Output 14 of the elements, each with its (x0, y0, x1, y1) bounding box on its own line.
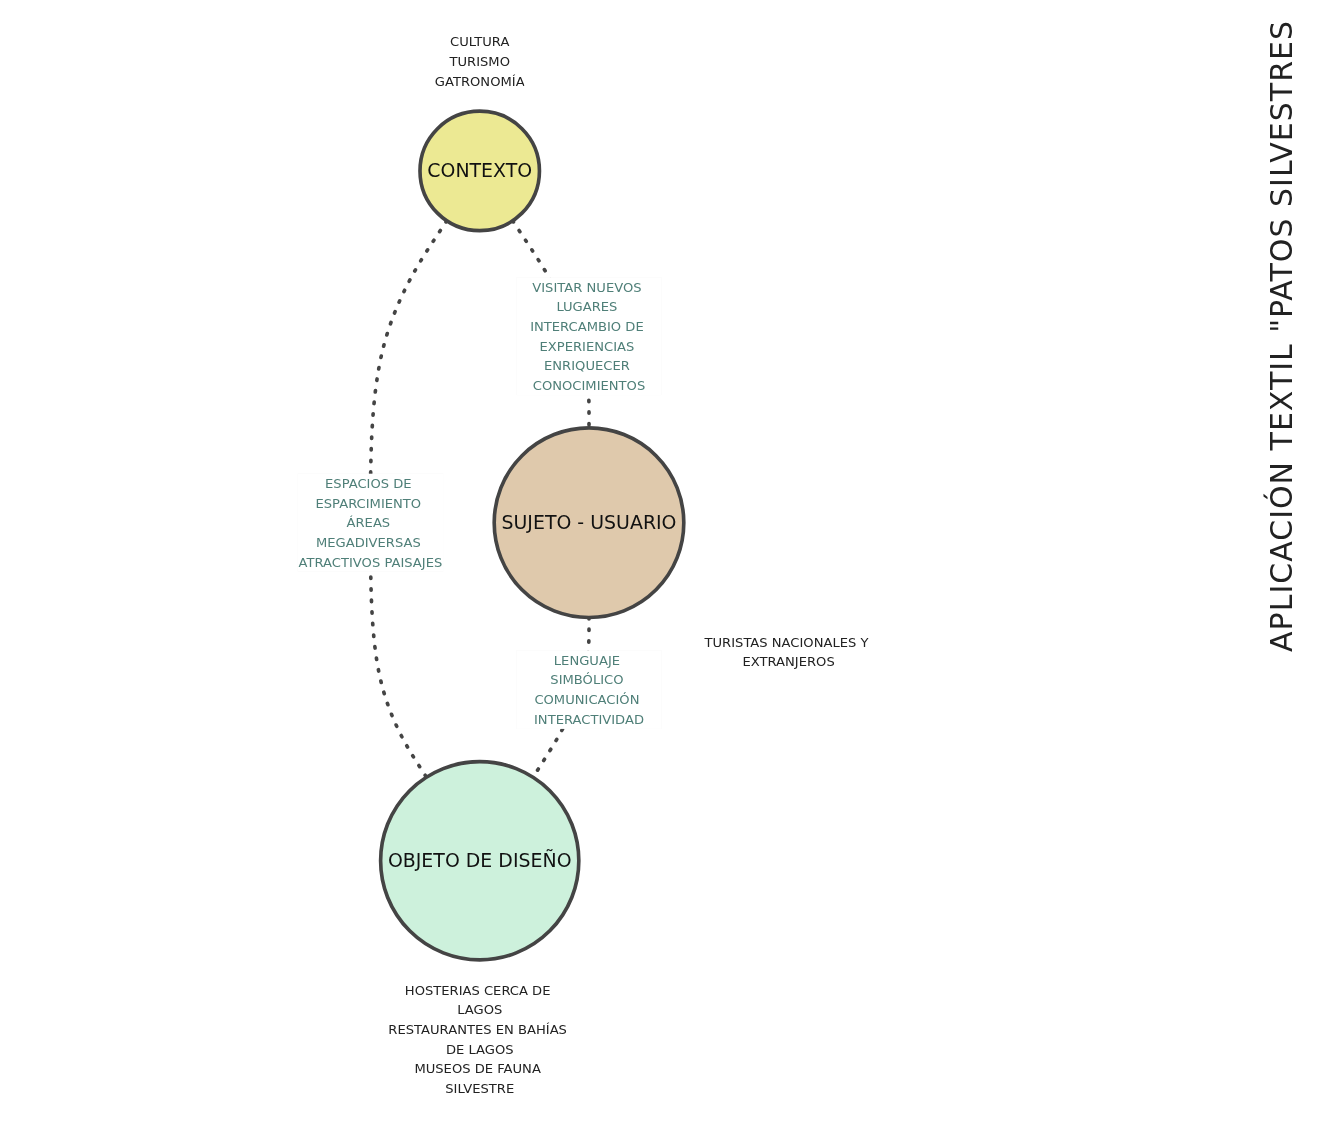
node-label: TURISMO (449, 53, 510, 69)
edge-label: ESPACIOS DE ESPARCIMIENTO ÁREAS MEGADIVERSAS ATRACTIVOS PAISAJES (298, 475, 443, 570)
edge-label: VISITAR NUEVOS LUGARES INTERCAMBIO DE EXPERIENCIAS ENRIQUECER CONOCIMIENTOS (530, 279, 646, 393)
edge-label: LENGUAJE SIMBÓLICO COMUNICACIÓN INTERACTIVIDAD (533, 652, 645, 727)
diagram-title: APLICACIÓN TEXTIL "PATOS SILVESTRES (1262, 20, 1300, 652)
node-label: MUSEOS DE FAUNA SILVESTRE (414, 1061, 541, 1096)
node-circle: SUJETO - USUARIO (492, 426, 686, 620)
node-label: RESTAURANTES EN BAHÍAS DE LAGOS (388, 1021, 567, 1057)
node-label: CULTURA (450, 34, 510, 50)
node-label: HOSTERIAS CERCA DE LAGOS (404, 982, 551, 1018)
node-label: TURISTAS NACIONALES Y EXTRANJEROS (704, 634, 869, 670)
node-label: GATRONOMÍA (434, 73, 525, 89)
node-circle: OBJETO DE DISEÑO (378, 759, 581, 962)
node-circle: CONTEXTO (418, 109, 542, 233)
